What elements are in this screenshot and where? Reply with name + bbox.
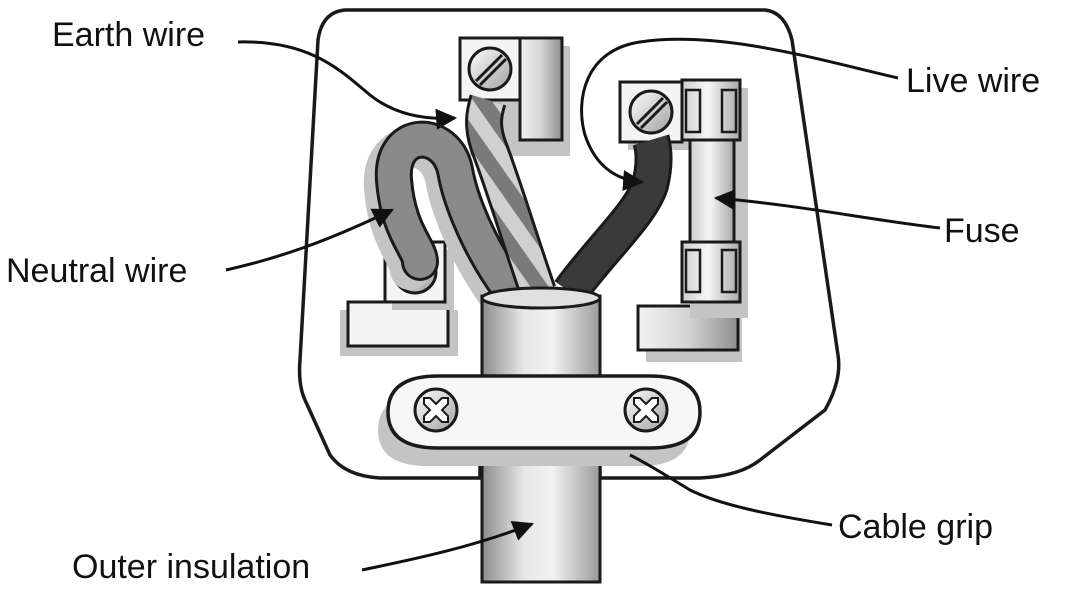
cable-grip-left-screw-icon [413,387,459,433]
label-fuse: Fuse [944,212,1020,250]
label-cable-grip: Cable grip [838,508,993,546]
cable-grip-leader [629,453,833,527]
earth-wire-leader [237,40,458,130]
cable-grip [378,374,702,466]
label-live-wire: Live wire [906,62,1040,100]
label-earth-wire: Earth wire [52,16,205,54]
leader-lines [225,37,941,572]
earth-wire [465,94,556,299]
labels: Earth wire Neutral wire Live wire Fuse C… [6,16,1040,586]
cable-grip-right-screw-icon [623,387,669,433]
fuse-leader [713,189,941,230]
neutral-wire [363,120,531,320]
neutral-wire-leader [225,208,394,272]
label-neutral-wire: Neutral wire [6,252,187,290]
live-terminal-screw-icon [628,89,674,135]
outer-insulation-leader [361,521,534,572]
live-wire [554,134,673,304]
fuse-icon [688,138,736,244]
earth-terminal-screw-icon [467,46,513,92]
label-outer-insulation: Outer insulation [72,548,310,586]
live-wire-leader [580,37,899,192]
